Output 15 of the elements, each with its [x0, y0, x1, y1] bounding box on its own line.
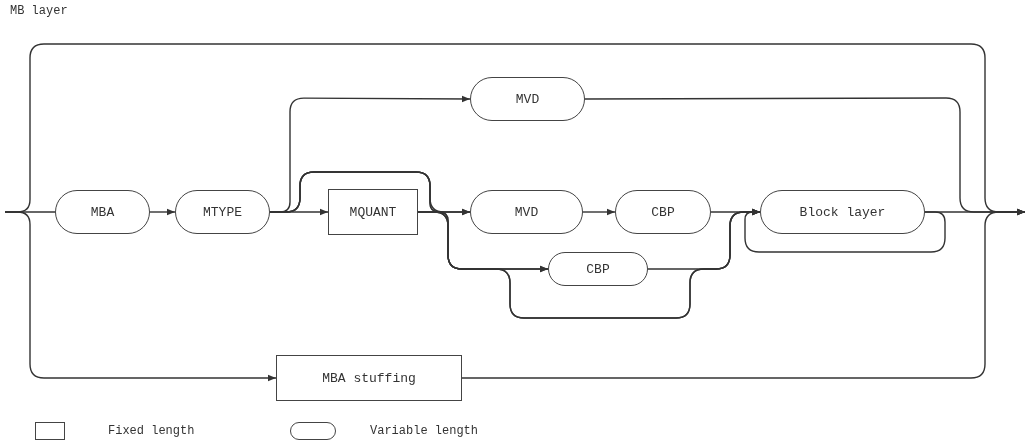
- variable-length-box: MTYPE: [175, 190, 270, 234]
- arrow: [149, 208, 176, 216]
- fixed-length-box: MQUANT: [328, 189, 418, 235]
- legend-label: Variable length: [370, 424, 479, 438]
- variable-length-box: MBA: [55, 190, 150, 234]
- variable-length-box: MVD: [470, 190, 583, 234]
- variable-length-box: MVD: [470, 77, 585, 121]
- variable-length-box: CBP: [548, 252, 648, 286]
- fixed-length-box: MBA stuffing: [276, 355, 462, 401]
- legend-label: Fixed length: [108, 424, 195, 438]
- arrow: [582, 208, 616, 216]
- variable-length-box: CBP: [615, 190, 711, 234]
- arrow: [744, 208, 946, 253]
- diagram-title: MB layer: [10, 4, 68, 18]
- variable-length-box: Block layer: [760, 190, 925, 234]
